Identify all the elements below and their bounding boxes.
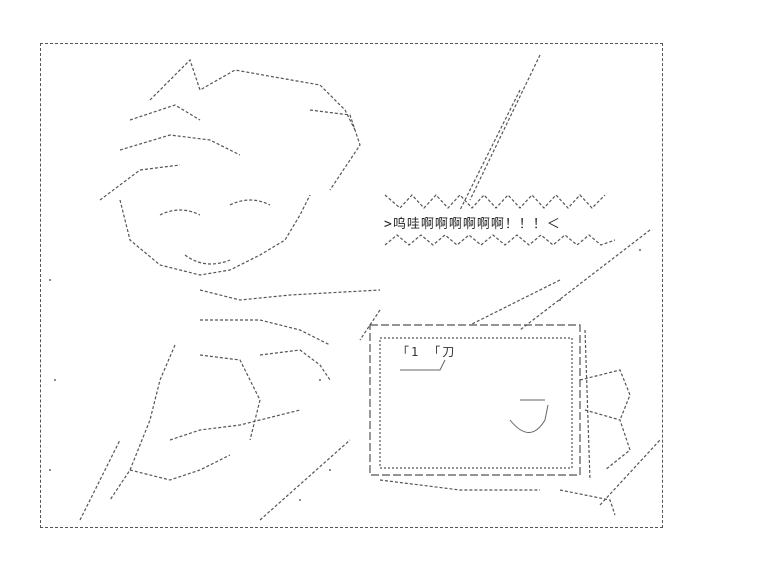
- screen-caption: 「1 「刀: [397, 345, 457, 359]
- art-frame: [40, 43, 663, 528]
- shout-text: >呜哇啊啊啊啊啊啊！！！＜: [384, 217, 561, 232]
